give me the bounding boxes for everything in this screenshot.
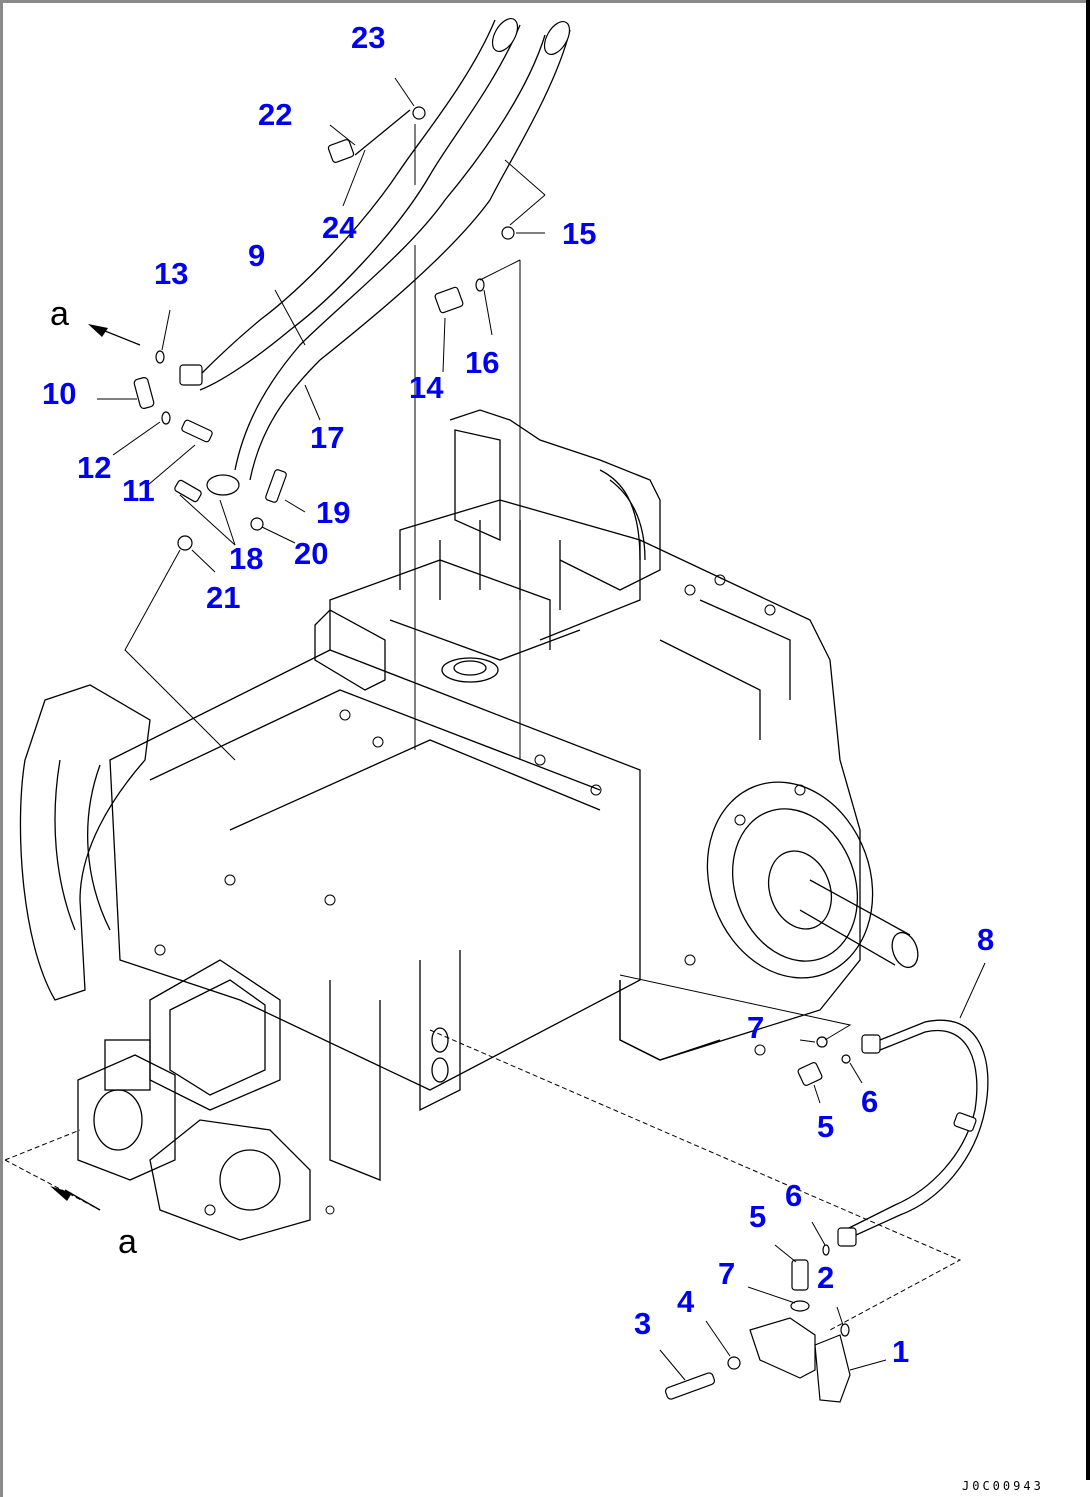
callout-5-lower: 5: [749, 1199, 766, 1234]
hose-assembly-8: [664, 1019, 989, 1403]
callout-3: 3: [634, 1306, 651, 1341]
washer-12: [161, 411, 171, 425]
drawing-code: J0C00943: [962, 1479, 1044, 1493]
callout-11: 11: [122, 473, 155, 508]
washer-20: [250, 517, 264, 531]
o-ring-7b: [790, 1300, 810, 1312]
small-parts-upper: [133, 106, 515, 551]
callout-8: 8: [977, 922, 994, 957]
o-ring-13: [155, 350, 165, 364]
hose-8-fitting-bottom: [837, 1227, 857, 1247]
elbow-22: [327, 139, 355, 163]
callout-15: 15: [562, 216, 596, 251]
o-ring-16: [475, 278, 485, 292]
view-marker-a-bottom: a: [118, 1223, 137, 1261]
callout-22: 22: [258, 97, 292, 132]
frame-top-border: [0, 0, 1090, 3]
transmission-housing: [19, 409, 919, 1241]
callout-14: 14: [409, 370, 444, 405]
hose-8-fitting-top: [861, 1034, 881, 1054]
callout-7-lower: 7: [718, 1256, 735, 1291]
callout-13: 13: [154, 256, 188, 291]
housing-bolts: [154, 574, 806, 1216]
callout-9: 9: [248, 238, 265, 273]
callout-6-upper: 6: [861, 1084, 878, 1119]
o-ring-7a: [816, 1036, 828, 1048]
view-a-guides: [4, 1029, 962, 1331]
bolt-3: [664, 1372, 716, 1400]
hose-end-fitting: [491, 18, 519, 52]
o-ring-6b: [822, 1244, 830, 1256]
clamp-18: [174, 479, 202, 503]
leader-lines-upper: [88, 77, 546, 761]
callout-16: 16: [465, 345, 499, 380]
callout-6-lower: 6: [785, 1178, 802, 1213]
adapter-flange-1: [814, 1334, 851, 1403]
callout-5-upper: 5: [817, 1109, 834, 1144]
leader-lines-lower: [619, 962, 986, 1381]
hose-end-fitting: [179, 364, 203, 386]
callout-7-upper: 7: [747, 1010, 764, 1045]
callout-2: 2: [817, 1260, 834, 1295]
clamp-10: [133, 376, 155, 410]
bolt-11: [181, 419, 213, 443]
callout-labels: 1 2 3 4 5 5 6 6 7 7 8 9 10 11 12 13 14 1…: [42, 20, 994, 1369]
elbow-5b: [791, 1259, 809, 1291]
callout-12: 12: [77, 450, 111, 485]
washer-4: [727, 1356, 741, 1370]
hose-end-fitting: [543, 21, 571, 55]
callout-23: 23: [351, 20, 385, 55]
adapter-block-1: [749, 1317, 816, 1379]
plug-21: [177, 535, 193, 551]
hose-8-clamp: [953, 1112, 977, 1132]
elbow-5a: [797, 1062, 823, 1086]
callout-10: 10: [42, 376, 76, 411]
callout-17: 17: [310, 420, 344, 455]
callout-20: 20: [294, 536, 328, 571]
bolt-19: [265, 469, 287, 503]
hose-elbow: [206, 474, 240, 496]
o-ring-2: [840, 1323, 850, 1337]
frame-right-border: [1086, 0, 1090, 1480]
hose-assembly-9-17: [179, 18, 571, 496]
frame-left-border: [0, 0, 3, 1497]
elbow-14: [434, 286, 464, 314]
callout-1: 1: [892, 1334, 909, 1369]
o-ring-23: [412, 106, 426, 120]
callout-21: 21: [206, 580, 240, 615]
view-marker-a-top: a: [50, 295, 69, 333]
callout-24: 24: [322, 210, 357, 245]
o-ring-6a: [841, 1054, 851, 1064]
callout-19: 19: [316, 495, 350, 530]
callout-18: 18: [229, 541, 263, 576]
callout-4: 4: [677, 1284, 695, 1319]
o-ring-15: [501, 226, 515, 240]
